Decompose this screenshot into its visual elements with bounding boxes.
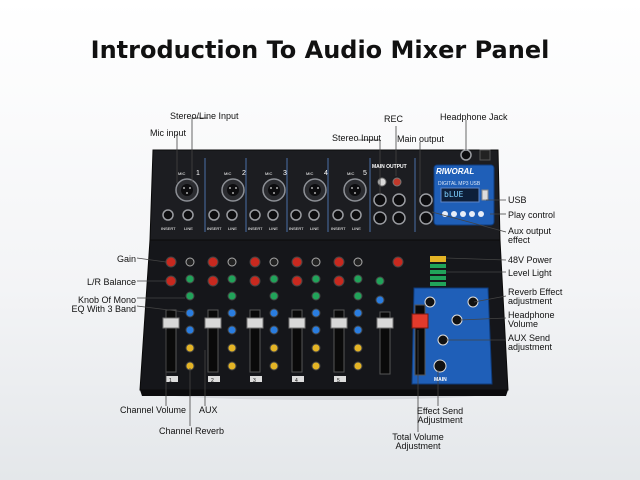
main-label: MAIN	[434, 377, 447, 383]
strip-number-1: 1	[169, 378, 172, 384]
callout-headphone-volume-1: Headphone	[508, 310, 555, 320]
mic-label-2: MIC	[224, 171, 232, 176]
callout-stereo-line-input: Stereo/Line Input	[170, 111, 239, 121]
callout-channel-reverb: Channel Reverb	[159, 426, 225, 436]
channel-number-1: 1	[196, 170, 200, 177]
callout-effect-send-2: Adjustment	[417, 415, 463, 425]
channel-number-3: 3	[283, 170, 287, 177]
insert-label-3: INSERT	[248, 226, 263, 231]
line-label-5: LINE	[352, 226, 361, 231]
model-label: DIGITAL MP3 USB	[438, 181, 481, 187]
strip-number-4: 4	[295, 378, 298, 384]
callout-lr-balance: L/R Balance	[86, 277, 136, 287]
strip-number-3: 3	[253, 378, 256, 384]
callout-reverb-effect-1: Reverb Effect	[508, 287, 563, 297]
callout-mono-eq-2: EQ With 3 Band	[71, 304, 136, 314]
mic-label-3: MIC	[265, 171, 273, 176]
line-label-2: LINE	[228, 226, 237, 231]
callout-aux-send-1: AUX Send	[508, 333, 551, 343]
callout-level-light: Level Light	[508, 268, 552, 278]
callout-usb: USB	[508, 195, 527, 205]
display-readout: bLUE	[444, 190, 464, 199]
xlr-mic-inputs	[175, 178, 367, 202]
brand-label: RIWORAL	[436, 167, 475, 176]
callout-headphone-volume-2: Volume	[508, 319, 539, 329]
callout-stereo-input: Stereo Input	[332, 133, 382, 143]
callout-mono-eq-1: Knob Of Mono	[77, 295, 136, 305]
page-title: Introduction To Audio Mixer Panel	[90, 36, 550, 64]
mic-label-1: MIC	[178, 171, 186, 176]
callout-headphone-jack: Headphone Jack	[440, 112, 508, 122]
channel-number-4: 4	[324, 170, 328, 177]
callout-aux-output-effect-2: effect	[508, 235, 530, 245]
level-lights	[430, 256, 446, 286]
mixer-device	[139, 149, 509, 396]
callout-48v-power: 48V Power	[508, 255, 553, 265]
callout-total-volume-1: Total Volume	[392, 432, 444, 442]
mic-label-4: MIC	[306, 171, 314, 176]
callout-channel-volume: Channel Volume	[120, 405, 187, 415]
line-insert-jacks	[162, 209, 362, 221]
callout-main-output: Main output	[397, 134, 445, 144]
channel-number-2: 2	[242, 170, 246, 177]
strip-number-5: 5	[337, 378, 340, 384]
callout-aux: AUX	[199, 405, 218, 415]
strip-number-2: 2	[211, 378, 214, 384]
callout-play-control: Play control	[508, 210, 556, 220]
insert-label-4: INSERT	[289, 226, 304, 231]
insert-label-5: INSERT	[331, 226, 346, 231]
main-output-label: MAIN OUTPUT	[372, 164, 407, 170]
master-section	[411, 287, 493, 385]
callout-effect-send-1: Effect Send	[416, 406, 464, 416]
channel-number-5: 5	[363, 170, 367, 177]
line-label-4: LINE	[310, 226, 319, 231]
insert-label-2: INSERT	[207, 226, 222, 231]
callout-gain: Gain	[116, 254, 136, 264]
callout-rec: REC	[384, 114, 404, 124]
line-label-3: LINE	[269, 226, 278, 231]
mic-label-5: MIC	[347, 171, 355, 176]
callout-mic-input: Mic input	[150, 128, 187, 138]
callout-lines	[136, 117, 507, 432]
insert-label-1: INSERT	[161, 226, 176, 231]
callout-total-volume-2: Adjustment	[395, 441, 441, 451]
callout-aux-send-2: adjustment	[508, 342, 553, 352]
callout-reverb-effect-2: adjustment	[508, 296, 553, 306]
main-output-section	[373, 177, 433, 225]
line-label-1: LINE	[184, 226, 193, 231]
callout-aux-output-effect-1: Aux output	[508, 226, 552, 236]
channel-strips	[162, 256, 404, 383]
